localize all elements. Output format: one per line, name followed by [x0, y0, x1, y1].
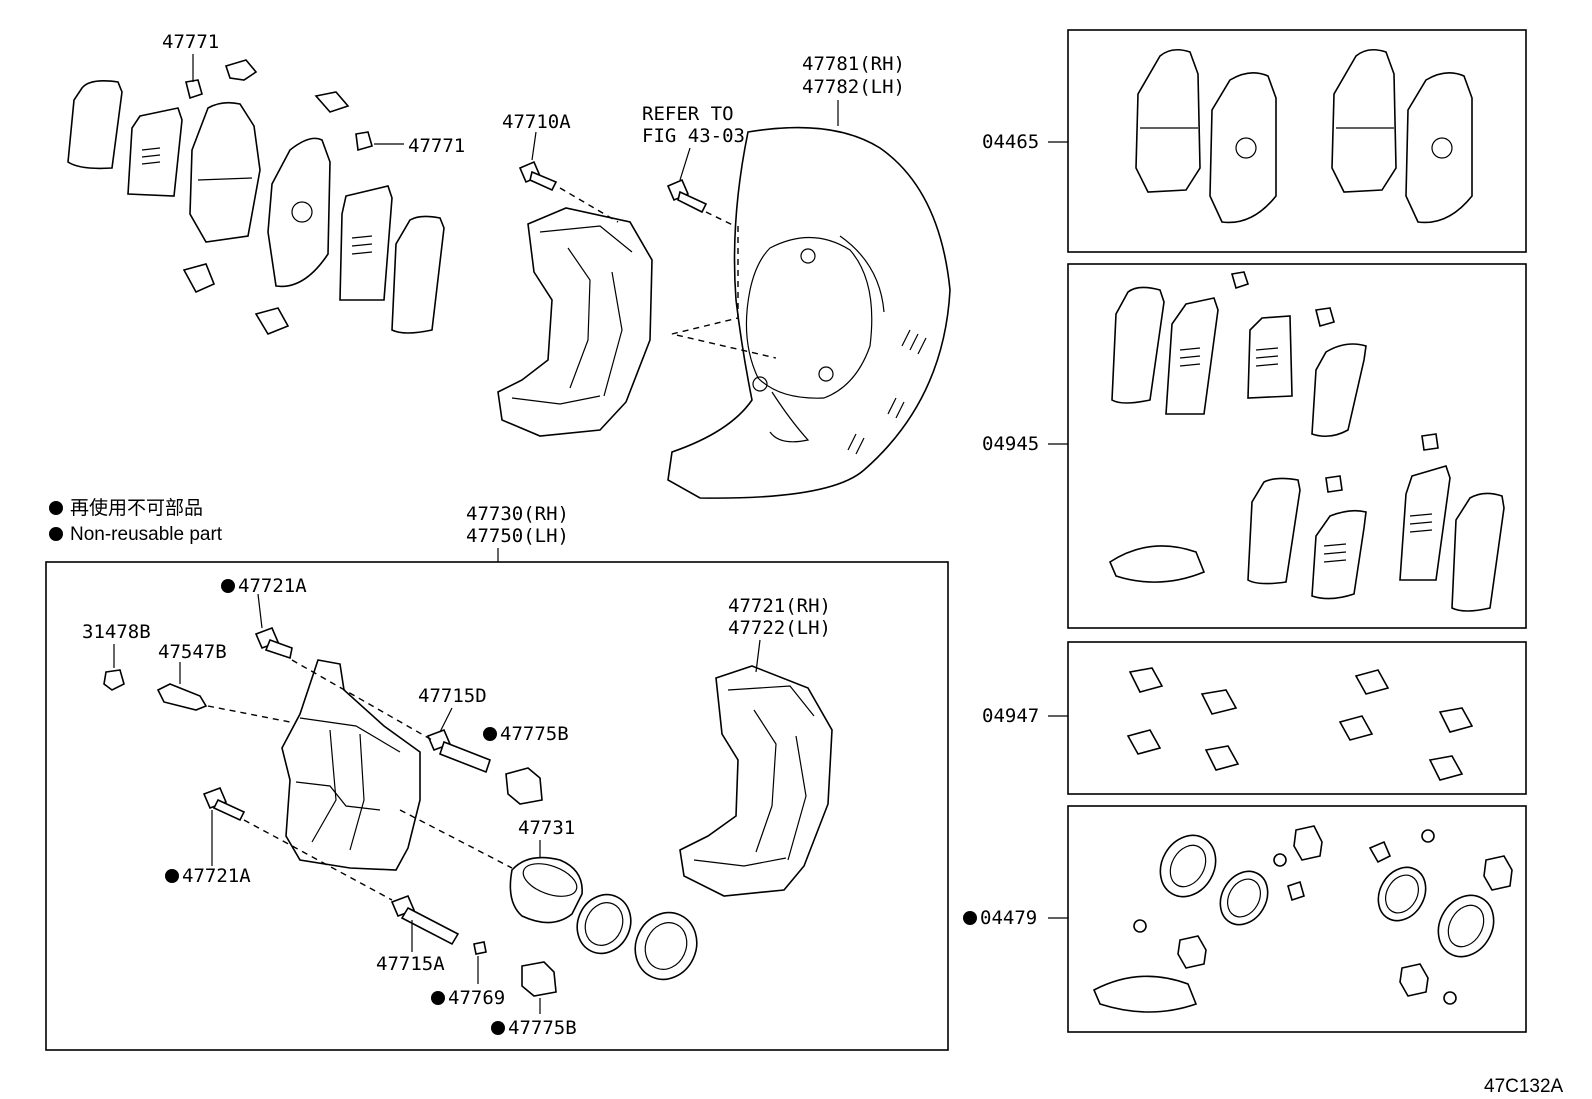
pad-set-exploded	[67, 59, 445, 335]
label-47721a-top: 47721A	[238, 575, 307, 597]
label-47771-right: 47771	[408, 135, 465, 157]
label-04465: 04465	[982, 131, 1039, 153]
label-47722: 47722(LH)	[728, 617, 831, 639]
kit-box-04479	[1067, 805, 1527, 1033]
caliper-bracket-bottom	[679, 665, 833, 897]
label-refer-2: FIG 43-03	[642, 125, 745, 147]
label-refer-1: REFER TO	[642, 103, 734, 125]
caliper-bracket-top	[497, 160, 781, 437]
label-47775b-bottom: 47775B	[508, 1017, 577, 1039]
label-47721: 47721(RH)	[728, 595, 831, 617]
label-47730: 47730(RH)	[466, 503, 569, 525]
kit-box-04947	[1067, 641, 1527, 795]
label-47721a-bottom: 47721A	[182, 865, 251, 887]
label-04947: 04947	[982, 705, 1039, 727]
label-47750: 47750(LH)	[466, 525, 569, 547]
label-47715d: 47715D	[418, 685, 487, 707]
bolt-refer	[666, 178, 708, 214]
label-47710a: 47710A	[502, 111, 571, 133]
label-47781: 47781(RH)	[802, 53, 905, 75]
legend-en: Non-reusable part	[70, 524, 223, 545]
label-04945: 04945	[982, 433, 1039, 455]
part-labels: 47771 47771 47710A REFER TO FIG 43-03 47…	[82, 31, 1564, 1097]
label-47731: 47731	[518, 817, 575, 839]
label-31478b: 31478B	[82, 621, 151, 643]
bullet-legend-jp	[49, 501, 63, 515]
label-47771-top: 47771	[162, 31, 219, 53]
caliper-assy-box	[45, 561, 949, 1051]
dust-shield	[667, 126, 951, 499]
legend: 再使用不可部品 Non-reusable part	[70, 497, 223, 545]
label-47782: 47782(LH)	[802, 76, 905, 98]
label-47769: 47769	[448, 987, 505, 1009]
non-reusable-bullets	[49, 501, 977, 1035]
bolt-47710a	[518, 160, 558, 192]
label-04479: 04479	[980, 907, 1037, 929]
caliper-body	[281, 659, 421, 871]
kit-box-04945	[1067, 263, 1527, 629]
bullet-47721a-bottom	[165, 869, 179, 883]
leader-lines	[113, 54, 1068, 1014]
caliper-small-parts	[103, 626, 698, 997]
kit-04945-shims	[1108, 271, 1505, 612]
bullet-47775b-bottom	[491, 1021, 505, 1035]
bullet-legend-en	[49, 527, 63, 541]
legend-jp: 再使用不可部品	[70, 497, 203, 519]
figure-code: 47C132A	[1484, 1076, 1564, 1097]
kit-04947-clips	[1126, 667, 1474, 781]
label-47547b: 47547B	[158, 641, 227, 663]
bullet-04479	[963, 911, 977, 925]
bullet-47769	[431, 991, 445, 1005]
kit-04465-pads	[1135, 48, 1473, 224]
kit-box-04465	[1067, 29, 1527, 253]
kit-04479-seals	[1092, 825, 1513, 1013]
label-47715a: 47715A	[376, 953, 445, 975]
label-47775b-top: 47775B	[500, 723, 569, 745]
bullet-47775b-top	[483, 727, 497, 741]
bullet-47721a-top	[221, 579, 235, 593]
